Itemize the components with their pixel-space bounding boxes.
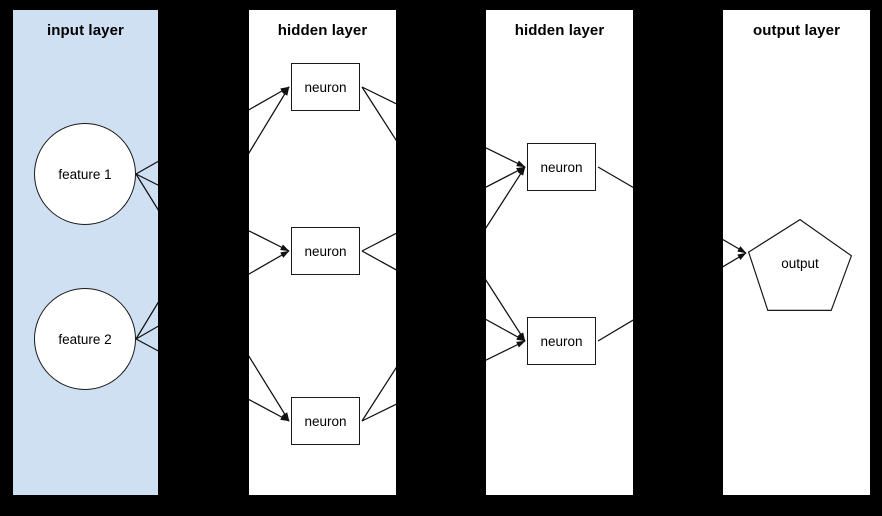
hidden1-neuron-2[interactable]: neuron xyxy=(291,227,360,275)
layer-title-output: output layer xyxy=(752,22,841,39)
layer-panel-input: input layer xyxy=(13,10,158,495)
output-node[interactable]: output xyxy=(747,218,853,312)
input-node-2[interactable]: feature 2 xyxy=(34,288,136,390)
input-node-label: feature 2 xyxy=(58,331,112,347)
layer-title-input: input layer xyxy=(47,22,124,39)
hidden2-neuron-2[interactable]: neuron xyxy=(527,317,596,365)
pentagon-shape xyxy=(747,218,853,312)
gap-mask-5 xyxy=(0,0,882,10)
layer-title-hidden-2: hidden layer xyxy=(514,22,605,39)
neuron-label: neuron xyxy=(540,333,583,349)
input-node-1[interactable]: feature 1 xyxy=(34,123,136,225)
layer-panel-hidden-2: hidden layer xyxy=(486,10,633,495)
layer-title-hidden-1: hidden layer xyxy=(277,22,368,39)
gap-mask-6 xyxy=(0,495,882,516)
gap-mask-3 xyxy=(633,0,723,516)
neuron-label: neuron xyxy=(304,413,347,429)
hidden1-neuron-3[interactable]: neuron xyxy=(291,397,360,445)
neuron-label: neuron xyxy=(304,79,347,95)
gap-mask-0 xyxy=(0,0,13,516)
neuron-label: neuron xyxy=(304,243,347,259)
hidden2-neuron-1[interactable]: neuron xyxy=(527,143,596,191)
hidden1-neuron-1[interactable]: neuron xyxy=(291,63,360,111)
input-node-label: feature 1 xyxy=(58,166,112,182)
output-node-label: output xyxy=(781,256,819,271)
neuron-label: neuron xyxy=(540,159,583,175)
gap-mask-4 xyxy=(870,0,882,516)
gap-mask-1 xyxy=(158,0,249,516)
gap-mask-2 xyxy=(396,0,486,516)
